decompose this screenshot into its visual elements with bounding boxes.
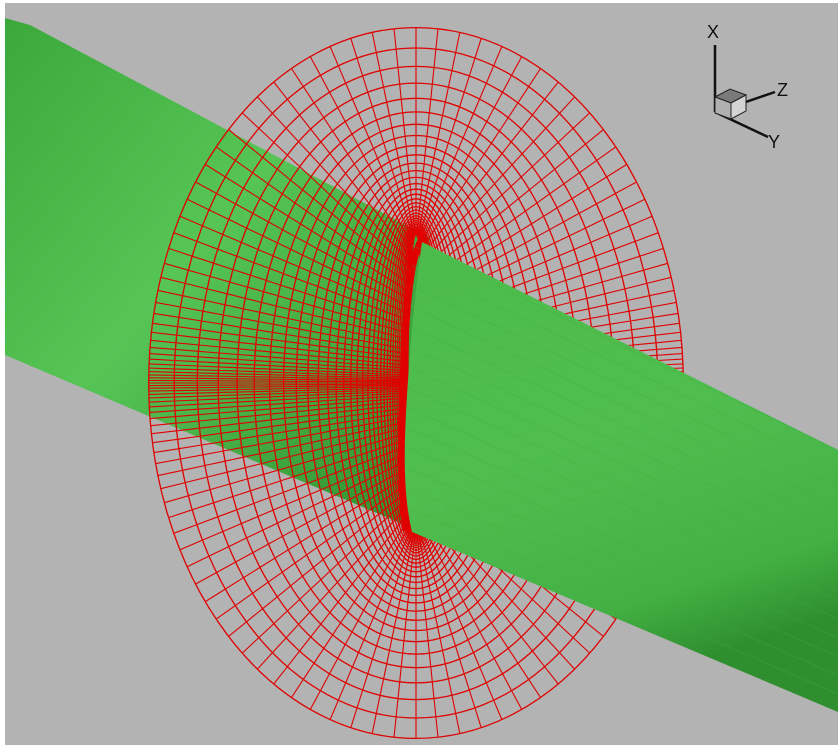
axis-label-z: Z bbox=[777, 80, 788, 100]
wing-shade-line bbox=[411, 244, 838, 451]
mesh-ray bbox=[168, 247, 409, 328]
wing-shade-line bbox=[411, 509, 838, 695]
mesh-ray bbox=[329, 46, 414, 244]
mesh-ray bbox=[273, 81, 413, 259]
wing-shade-line bbox=[410, 285, 838, 489]
mesh-ray bbox=[195, 181, 410, 300]
wing-shade-line bbox=[408, 366, 838, 564]
mesh-ray bbox=[416, 28, 439, 236]
mesh-ray bbox=[256, 96, 412, 265]
wing-shade-line bbox=[407, 387, 838, 582]
mesh-ray bbox=[291, 68, 413, 253]
mesh-ray bbox=[350, 38, 415, 240]
wing-surface-near bbox=[404, 242, 838, 712]
axis-label-x: X bbox=[707, 22, 719, 42]
wing-shade-line bbox=[409, 325, 838, 526]
mesh-ray bbox=[371, 528, 416, 734]
mesh-ray bbox=[228, 129, 411, 278]
mesh-ray bbox=[241, 112, 412, 271]
wing-shade-line bbox=[408, 346, 838, 545]
wing-shading bbox=[407, 244, 838, 695]
wing-shade-line bbox=[410, 468, 838, 658]
axis-label-y: Y bbox=[768, 132, 780, 152]
wing-shade-line bbox=[410, 488, 838, 676]
mesh-ray bbox=[393, 530, 416, 738]
mesh-ray bbox=[291, 513, 413, 698]
mesh-ray bbox=[393, 28, 416, 236]
wing-shade-line bbox=[410, 305, 838, 507]
mesh-ray bbox=[186, 198, 410, 308]
wing-shade-line bbox=[408, 427, 838, 620]
wing-shade-line bbox=[408, 407, 838, 601]
mesh-ray bbox=[309, 518, 414, 710]
mesh-ray bbox=[416, 530, 439, 738]
mesh-ray bbox=[371, 32, 416, 238]
axis-cube-side bbox=[730, 94, 747, 120]
mesh-ray bbox=[164, 262, 409, 334]
wing-shade-line bbox=[409, 448, 838, 639]
mesh-ray bbox=[417, 38, 482, 240]
wing-surface-far bbox=[5, 18, 430, 525]
wing-shade-line bbox=[411, 264, 838, 470]
mesh-ray bbox=[173, 232, 409, 321]
mesh-ray bbox=[256, 501, 412, 670]
mesh-ray bbox=[205, 163, 410, 293]
axis-triad[interactable]: X Y Z bbox=[707, 22, 788, 152]
mesh-ray bbox=[179, 215, 410, 315]
mesh-ray bbox=[309, 56, 414, 248]
mesh-ray bbox=[273, 507, 413, 685]
mesh-ray bbox=[416, 32, 461, 238]
mesh-ray bbox=[215, 146, 411, 286]
